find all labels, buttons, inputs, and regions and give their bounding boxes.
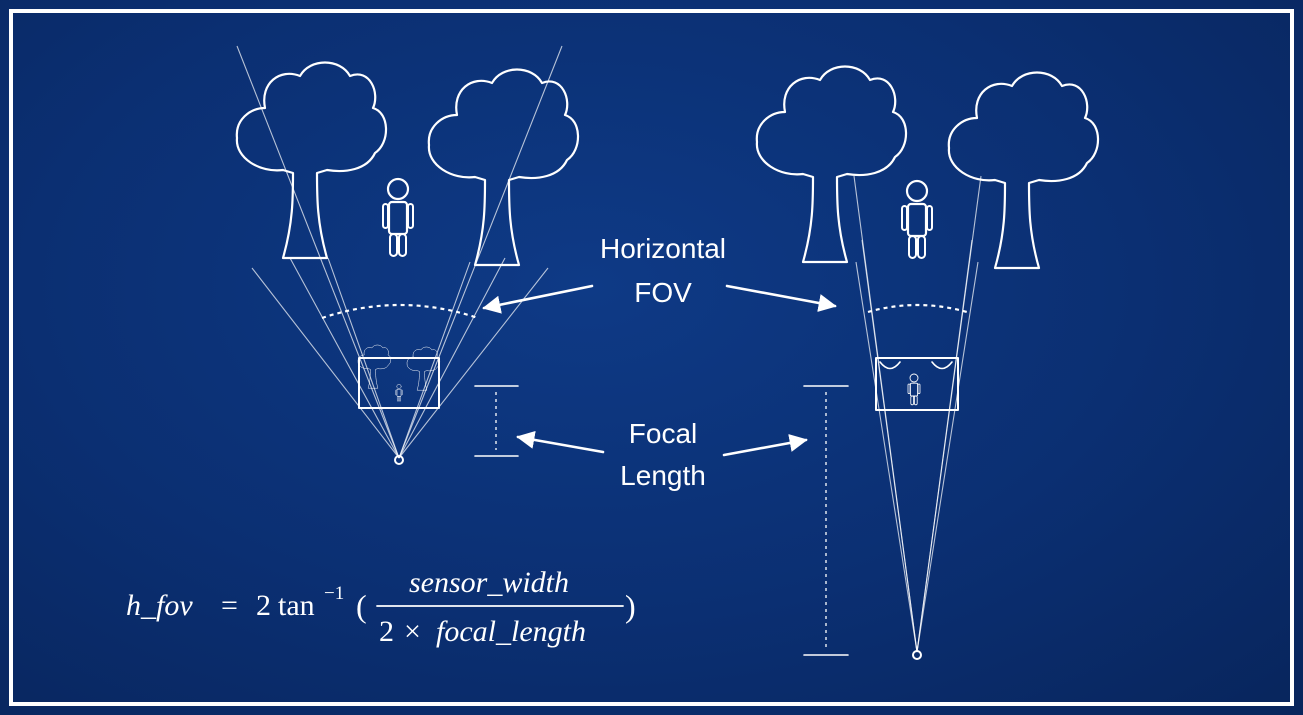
formula-exponent: −1 <box>324 583 344 604</box>
label-horizontal: Horizontal <box>600 233 726 264</box>
border-frame <box>9 9 1294 706</box>
formula-lhs: h_fov <box>126 589 193 622</box>
right-fov-arc <box>867 303 968 314</box>
formula-numerator: sensor_width <box>409 566 569 599</box>
fov-arrow-right <box>725 284 837 312</box>
left-tree-1 <box>235 61 388 260</box>
label-focal: Focal <box>629 418 697 449</box>
formula-den-coef: 2 <box>379 615 394 648</box>
formula-paren-close: ) <box>625 588 636 624</box>
formula-denominator: focal_length <box>436 615 586 648</box>
fov-arrow-left <box>482 284 594 314</box>
focal-arrow-left <box>516 430 605 454</box>
formula-times: × <box>404 615 421 648</box>
left-scene <box>235 45 580 465</box>
label-length: Length <box>620 460 706 491</box>
formula-equals: = <box>221 589 238 622</box>
formula-paren-open: ( <box>356 588 367 624</box>
right-scene <box>755 65 1100 660</box>
right-tree-2 <box>947 71 1100 270</box>
formula-tan: tan <box>278 589 315 622</box>
left-fov-arc <box>321 303 479 320</box>
focal-label-group: Focal Length <box>516 418 808 491</box>
fov-formula: h_fov = 2 tan −1 ( sensor_width 2 × foca… <box>126 566 636 648</box>
left-focal-bracket <box>474 385 519 457</box>
fov-label-group: Horizontal FOV <box>482 233 837 314</box>
left-camera <box>394 455 404 465</box>
right-camera <box>912 650 922 660</box>
right-focal-bracket <box>803 385 849 656</box>
left-person <box>381 177 415 258</box>
left-tree-2 <box>427 68 580 267</box>
left-sensor-frame <box>357 344 441 409</box>
right-person <box>900 179 934 260</box>
focal-arrow-right <box>722 433 808 457</box>
right-rays <box>853 175 982 653</box>
formula-coef: 2 <box>256 589 271 622</box>
right-sensor-frame <box>875 357 959 411</box>
right-tree-1 <box>755 65 908 264</box>
label-fov: FOV <box>634 277 692 308</box>
